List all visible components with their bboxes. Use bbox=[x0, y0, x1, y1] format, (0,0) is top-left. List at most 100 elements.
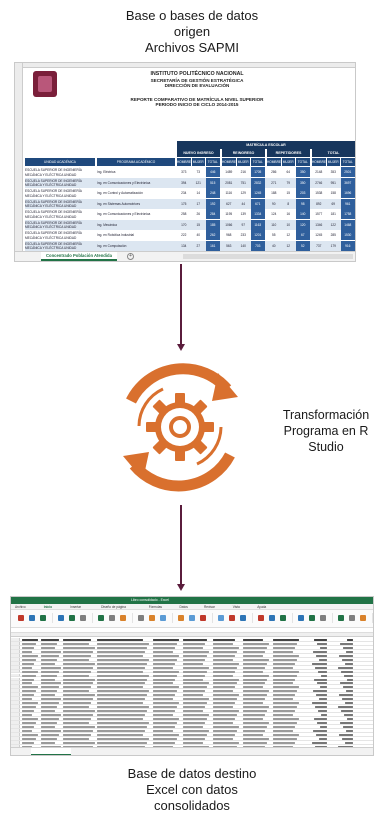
excel-cell[interactable] bbox=[97, 654, 143, 657]
excel-cell[interactable] bbox=[183, 682, 209, 685]
excel-cell[interactable] bbox=[63, 702, 91, 705]
excel-cell[interactable] bbox=[22, 698, 32, 701]
excel-cell[interactable] bbox=[97, 741, 147, 744]
plus-circle-icon[interactable]: + bbox=[127, 253, 134, 260]
excel-cell[interactable] bbox=[346, 729, 353, 732]
excel-cell[interactable] bbox=[41, 690, 57, 693]
ribbon-tool-icon[interactable] bbox=[18, 615, 24, 621]
excel-cell[interactable] bbox=[97, 718, 143, 720]
excel-cell[interactable] bbox=[22, 654, 38, 657]
excel-cell[interactable] bbox=[153, 670, 179, 673]
excel-cell[interactable] bbox=[320, 686, 327, 689]
excel-cell[interactable] bbox=[183, 678, 203, 681]
excel-cell[interactable] bbox=[317, 682, 327, 685]
excel-ribbon-group[interactable] bbox=[55, 613, 93, 623]
excel-cell[interactable] bbox=[213, 666, 237, 669]
excel-cell[interactable] bbox=[273, 674, 297, 677]
excel-cell[interactable] bbox=[213, 721, 233, 724]
excel-cell[interactable] bbox=[22, 706, 36, 709]
excel-cell[interactable] bbox=[273, 682, 293, 685]
sapmi-horizontal-scrollbar[interactable] bbox=[183, 254, 353, 259]
excel-cell[interactable] bbox=[41, 646, 55, 649]
excel-cell[interactable] bbox=[213, 729, 237, 732]
excel-menu-item[interactable]: Datos bbox=[179, 605, 188, 609]
excel-cell[interactable] bbox=[341, 710, 353, 713]
excel-cell[interactable] bbox=[63, 670, 91, 673]
excel-cell[interactable] bbox=[312, 702, 327, 705]
excel-cell[interactable] bbox=[22, 710, 34, 713]
excel-cell[interactable] bbox=[22, 702, 38, 705]
excel-cell[interactable] bbox=[319, 658, 327, 661]
excel-cell[interactable] bbox=[213, 733, 235, 736]
excel-cell[interactable] bbox=[41, 706, 57, 709]
excel-cell[interactable] bbox=[97, 706, 149, 709]
excel-cell[interactable] bbox=[63, 646, 95, 649]
excel-cell[interactable] bbox=[342, 658, 353, 661]
excel-cell[interactable] bbox=[339, 694, 353, 697]
excel-cell[interactable] bbox=[22, 725, 34, 728]
excel-cell[interactable] bbox=[153, 702, 179, 705]
excel-cell[interactable] bbox=[243, 682, 265, 685]
excel-cell[interactable] bbox=[213, 714, 237, 717]
excel-cell[interactable] bbox=[97, 694, 147, 697]
excel-cell[interactable] bbox=[63, 718, 91, 720]
excel-cell[interactable] bbox=[183, 674, 205, 677]
excel-cell[interactable] bbox=[153, 698, 173, 701]
excel-cell[interactable] bbox=[273, 658, 297, 661]
excel-cell[interactable] bbox=[183, 725, 203, 728]
excel-cell[interactable] bbox=[153, 642, 177, 645]
excel-cell[interactable] bbox=[183, 710, 203, 713]
excel-cell[interactable] bbox=[343, 646, 353, 649]
excel-menu-item[interactable]: Insertar bbox=[70, 605, 82, 609]
excel-cell[interactable] bbox=[314, 718, 327, 720]
excel-cell[interactable] bbox=[243, 710, 267, 713]
excel-menu-item[interactable]: Revisar bbox=[204, 605, 215, 609]
excel-cell[interactable] bbox=[153, 721, 177, 724]
excel-cell[interactable] bbox=[41, 674, 57, 677]
excel-cell[interactable] bbox=[22, 741, 34, 744]
excel-cell[interactable] bbox=[213, 737, 233, 740]
excel-cell[interactable] bbox=[346, 690, 353, 693]
ribbon-tool-icon[interactable] bbox=[298, 615, 304, 621]
excel-cell[interactable] bbox=[243, 702, 263, 705]
excel-cell[interactable] bbox=[312, 741, 327, 744]
excel-cell[interactable] bbox=[338, 745, 353, 748]
excel-cell[interactable] bbox=[313, 650, 327, 653]
excel-cell[interactable] bbox=[183, 650, 209, 653]
excel-formula-bar[interactable] bbox=[11, 628, 373, 633]
excel-cell[interactable] bbox=[321, 674, 327, 677]
excel-cell[interactable] bbox=[345, 662, 353, 665]
excel-cell[interactable] bbox=[41, 714, 61, 717]
excel-cell[interactable] bbox=[97, 642, 149, 645]
excel-cell[interactable] bbox=[213, 745, 237, 748]
excel-cell[interactable] bbox=[213, 650, 237, 653]
ribbon-tool-icon[interactable] bbox=[98, 615, 104, 621]
excel-cell[interactable] bbox=[153, 646, 175, 649]
excel-cell[interactable] bbox=[273, 737, 297, 740]
excel-cell[interactable] bbox=[63, 674, 89, 677]
excel-cell[interactable] bbox=[213, 725, 239, 728]
excel-cell[interactable] bbox=[63, 686, 91, 689]
ribbon-tool-icon[interactable] bbox=[218, 615, 224, 621]
excel-cell[interactable] bbox=[63, 741, 95, 744]
sapmi-sheet-tab[interactable]: Concentrado Población Atendida bbox=[41, 252, 117, 261]
excel-cell[interactable] bbox=[153, 654, 179, 657]
excel-cell[interactable] bbox=[273, 646, 295, 649]
excel-cell[interactable] bbox=[153, 639, 179, 641]
excel-cell[interactable] bbox=[343, 686, 353, 689]
ribbon-tool-icon[interactable] bbox=[29, 615, 35, 621]
excel-cell[interactable] bbox=[41, 662, 55, 665]
excel-cell[interactable] bbox=[345, 741, 353, 744]
excel-cell[interactable] bbox=[315, 706, 327, 709]
excel-cell[interactable] bbox=[183, 745, 209, 748]
excel-cell[interactable] bbox=[340, 682, 353, 685]
excel-cell[interactable] bbox=[97, 733, 143, 736]
excel-cell[interactable] bbox=[313, 729, 327, 732]
excel-cell[interactable] bbox=[273, 694, 295, 697]
excel-cell[interactable] bbox=[41, 729, 61, 732]
excel-cell[interactable] bbox=[97, 714, 145, 717]
excel-cell[interactable] bbox=[97, 682, 145, 685]
excel-cell[interactable] bbox=[243, 639, 263, 641]
excel-cell[interactable] bbox=[213, 670, 235, 673]
excel-cell[interactable] bbox=[41, 642, 57, 645]
